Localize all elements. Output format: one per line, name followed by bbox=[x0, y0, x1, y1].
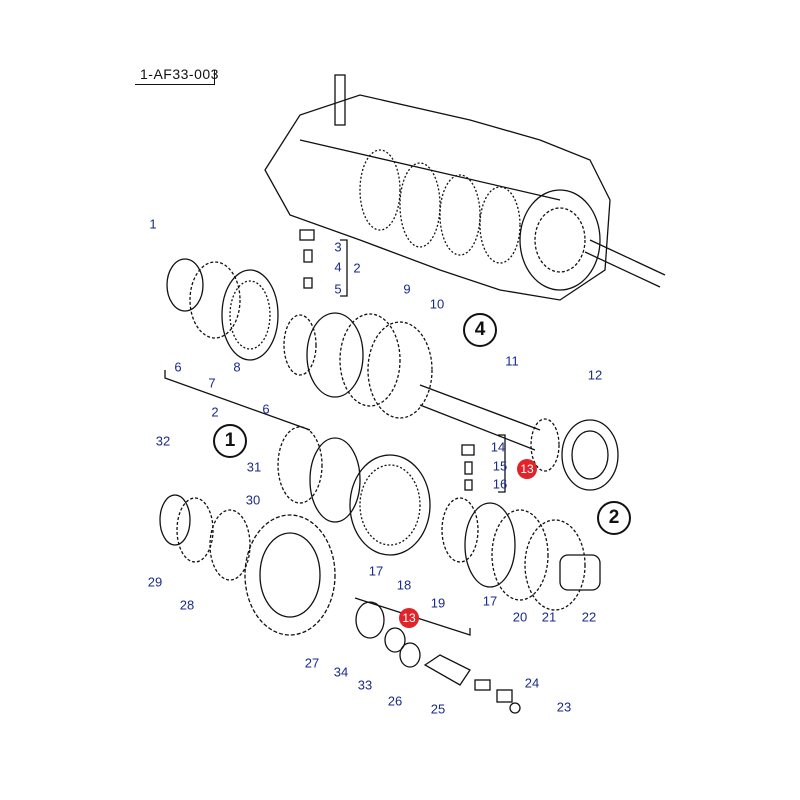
callout-label: 27 bbox=[304, 655, 320, 671]
callout-label: 17 bbox=[368, 563, 384, 579]
callout-label: 29 bbox=[147, 574, 163, 590]
callout-label: 15 bbox=[492, 458, 508, 474]
callout-label: 8 bbox=[233, 359, 241, 375]
callout-label: 10 bbox=[429, 296, 445, 312]
callout-label: 34 bbox=[333, 664, 349, 680]
callout-label: 1 bbox=[149, 216, 157, 232]
callout-label: 31 bbox=[246, 459, 262, 475]
callout-label: 20 bbox=[512, 609, 528, 625]
callout-label: 2 bbox=[211, 404, 219, 420]
callout-label: 23 bbox=[556, 699, 572, 715]
callout-label: 17 bbox=[482, 593, 498, 609]
upper-gear-group bbox=[164, 229, 619, 491]
callout-label: 11 bbox=[505, 353, 519, 369]
highlighted-part-marker[interactable]: 13 bbox=[517, 459, 537, 479]
callout-label: 6 bbox=[174, 359, 182, 375]
callout-label: 28 bbox=[179, 597, 195, 613]
callout-label: 12 bbox=[587, 367, 603, 383]
callout-label: 21 bbox=[541, 609, 557, 625]
assembly-marker: 1 bbox=[213, 424, 247, 458]
callout-label: 9 bbox=[403, 281, 411, 297]
callout-label: 6 bbox=[262, 401, 270, 417]
callout-label: 7 bbox=[208, 375, 216, 391]
callout-label: 2 bbox=[353, 260, 361, 276]
callout-label: 25 bbox=[430, 701, 446, 717]
callout-label: 16 bbox=[492, 476, 508, 492]
gearbox-assembly-drawing bbox=[264, 74, 666, 301]
callout-label: 22 bbox=[581, 609, 597, 625]
callout-label: 4 bbox=[334, 259, 342, 275]
callout-label: 18 bbox=[396, 577, 412, 593]
callout-label: 19 bbox=[430, 595, 446, 611]
callout-label: 5 bbox=[334, 281, 342, 297]
callout-label: 3 bbox=[334, 239, 342, 255]
callout-label: 14 bbox=[490, 439, 506, 455]
callout-label: 24 bbox=[524, 675, 540, 691]
callout-label: 32 bbox=[155, 433, 171, 449]
callout-label: 33 bbox=[357, 677, 373, 693]
callout-label: 30 bbox=[245, 492, 261, 508]
callout-label: 26 bbox=[387, 693, 403, 709]
reference-code: 1-AF33-003 bbox=[140, 66, 219, 82]
reference-code-bracket bbox=[214, 70, 215, 85]
lower-gear-group bbox=[159, 426, 601, 714]
assembly-marker: 4 bbox=[463, 313, 497, 347]
assembly-marker: 2 bbox=[597, 501, 631, 535]
reference-code-underline bbox=[135, 84, 215, 85]
highlighted-part-marker[interactable]: 13 bbox=[399, 608, 419, 628]
